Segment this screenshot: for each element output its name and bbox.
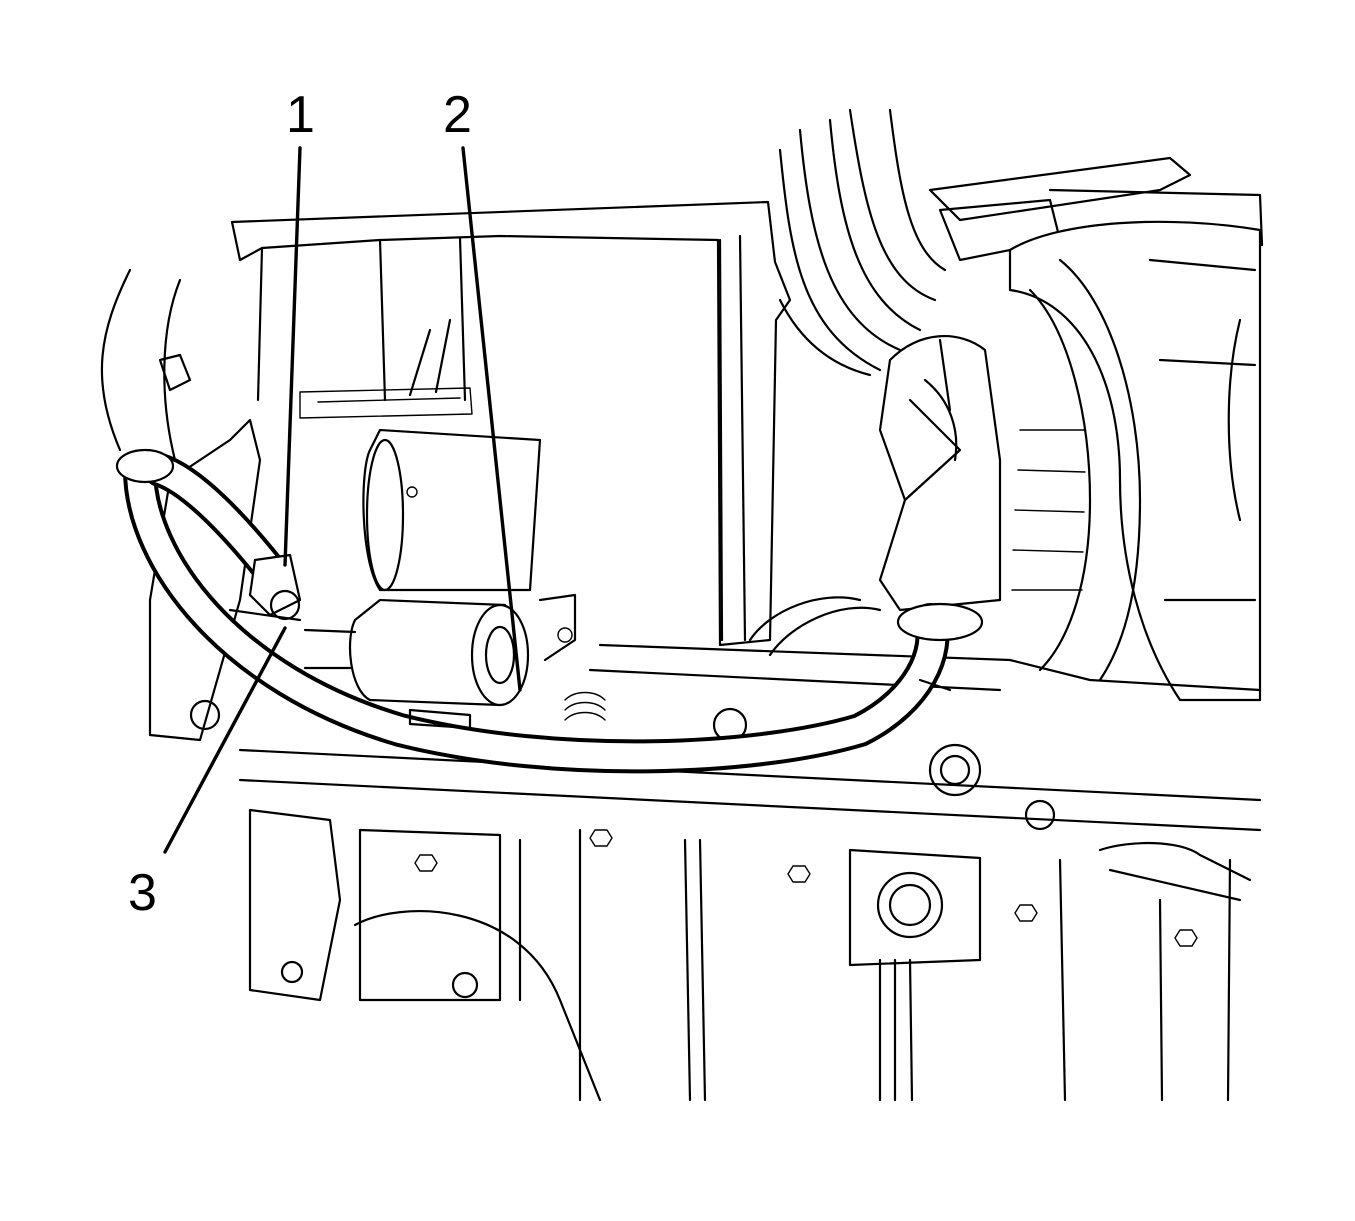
upper-ducting	[778, 108, 1264, 377]
left-mount-bracket	[100, 268, 262, 742]
callout-3: 3	[128, 864, 157, 922]
leader-lines	[163, 146, 522, 854]
leader-line-3	[163, 626, 287, 854]
mount-hole-left	[189, 699, 221, 731]
leader-line-1	[283, 146, 302, 567]
center-bracket	[878, 334, 1002, 612]
wiring-harness	[115, 448, 984, 774]
alternator	[1008, 220, 1262, 702]
harness-grommet-left	[115, 448, 175, 484]
callout-1: 1	[286, 86, 315, 144]
harness-grommet-right	[896, 602, 984, 642]
intake-housing	[230, 200, 792, 647]
callout-2: 2	[443, 86, 472, 144]
engine-block	[238, 643, 1262, 1102]
leader-line-2	[461, 146, 522, 692]
